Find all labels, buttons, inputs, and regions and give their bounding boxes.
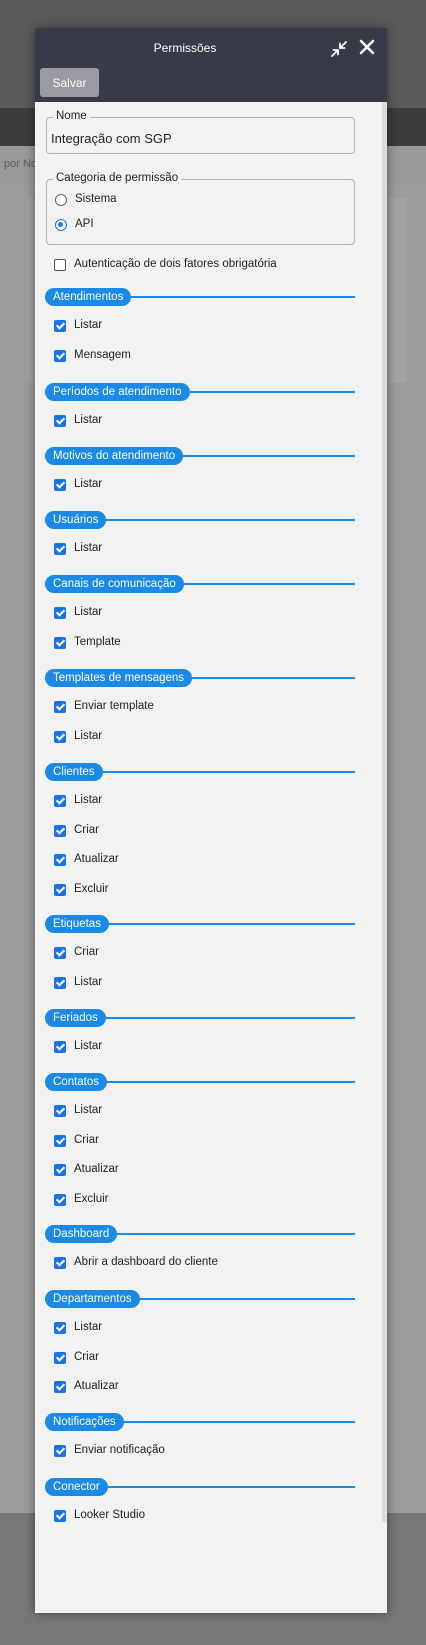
permission-checkbox[interactable] — [54, 795, 66, 807]
permission-label: Listar — [74, 478, 103, 490]
section-divider-line — [45, 1298, 355, 1300]
permission-label: Excluir — [74, 1193, 109, 1205]
section-divider-line — [45, 1233, 355, 1235]
permission-label: Atualizar — [74, 853, 119, 865]
permission-checkbox[interactable] — [54, 947, 66, 959]
permission-checkbox[interactable] — [54, 1322, 66, 1334]
section-title: Templates de mensagens — [45, 669, 193, 687]
permission-label: Listar — [74, 1040, 103, 1052]
permission-label: Criar — [74, 946, 99, 958]
permission-label: Criar — [74, 1351, 99, 1363]
section-title: Atendimentos — [45, 288, 132, 306]
section-divider-line — [45, 923, 355, 925]
permission-label: Abrir a dashboard do cliente — [74, 1256, 218, 1268]
permission-checkbox[interactable] — [54, 320, 66, 332]
section-divider-line — [45, 1421, 355, 1423]
section-title: Dashboard — [45, 1225, 118, 1243]
permission-label: Mensagem — [74, 349, 131, 361]
section-title: Departamentos — [45, 1290, 140, 1308]
collapse-arrows-icon[interactable] — [329, 39, 349, 59]
permission-label: Enviar notificação — [74, 1444, 165, 1456]
permission-label: Listar — [74, 730, 103, 742]
category-fieldset: Categoria de permissão Sistema API — [46, 172, 355, 245]
permission-label: Enviar template — [74, 700, 154, 712]
category-legend: Categoria de permissão — [53, 172, 182, 184]
section-title: Contatos — [45, 1073, 108, 1091]
permission-checkbox[interactable] — [54, 1381, 66, 1393]
section-title: Motivos do atendimento — [45, 447, 184, 465]
permission-checkbox[interactable] — [54, 1257, 66, 1269]
section-divider-line — [45, 771, 355, 773]
radio-sistema-label: Sistema — [75, 193, 117, 205]
section-title: Notificações — [45, 1413, 124, 1431]
section-title: Etiquetas — [45, 915, 109, 933]
section-title: Clientes — [45, 763, 103, 781]
section-divider-line — [45, 1017, 355, 1019]
permission-label: Listar — [74, 794, 103, 806]
permissions-modal: Permissões Salvar Nome Integração com SG… — [35, 28, 387, 1613]
permission-label: Atualizar — [74, 1380, 119, 1392]
permission-checkbox[interactable] — [54, 1445, 66, 1457]
name-legend: Nome — [53, 110, 90, 122]
permission-checkbox[interactable] — [54, 479, 66, 491]
section-title: Usuários — [45, 511, 107, 529]
permission-checkbox[interactable] — [54, 1041, 66, 1053]
section-divider-line — [45, 391, 355, 393]
section-divider-line — [45, 1081, 355, 1083]
section-title: Períodos de atendimento — [45, 383, 190, 401]
radio-api-label: API — [75, 218, 94, 230]
two-factor-label: Autenticação de dois fatores obrigatória — [74, 258, 277, 270]
permission-label: Listar — [74, 606, 103, 618]
close-icon[interactable] — [356, 36, 378, 58]
section-divider-line — [45, 455, 355, 457]
permission-checkbox[interactable] — [54, 1164, 66, 1176]
permission-checkbox[interactable] — [54, 884, 66, 896]
scrollbar[interactable] — [382, 102, 387, 1522]
section-divider-line — [45, 519, 355, 521]
section-title: Feriados — [45, 1009, 106, 1027]
section-divider-line — [45, 1486, 355, 1488]
permission-checkbox[interactable] — [54, 415, 66, 427]
permission-checkbox[interactable] — [54, 854, 66, 866]
permission-checkbox[interactable] — [54, 543, 66, 555]
permission-label: Listar — [74, 542, 103, 554]
permission-checkbox[interactable] — [54, 607, 66, 619]
background-filter-text: por No — [4, 158, 38, 170]
permission-checkbox[interactable] — [54, 1194, 66, 1206]
permission-checkbox[interactable] — [54, 1135, 66, 1147]
permission-label: Listar — [74, 976, 103, 988]
permission-label: Listar — [74, 414, 103, 426]
modal-title: Permissões — [153, 41, 217, 55]
permission-checkbox[interactable] — [54, 637, 66, 649]
permission-checkbox[interactable] — [54, 701, 66, 713]
permission-checkbox[interactable] — [54, 977, 66, 989]
permission-checkbox[interactable] — [54, 825, 66, 837]
permission-label: Looker Studio — [74, 1509, 145, 1521]
section-title: Conector — [45, 1478, 108, 1496]
permission-checkbox[interactable] — [54, 1352, 66, 1364]
section-title: Canais de comunicação — [45, 575, 184, 593]
permission-label: Listar — [74, 1321, 103, 1333]
permission-label: Template — [74, 636, 121, 648]
permission-checkbox[interactable] — [54, 1510, 66, 1522]
permission-checkbox[interactable] — [54, 731, 66, 743]
permission-label: Atualizar — [74, 1163, 119, 1175]
permission-checkbox[interactable] — [54, 1105, 66, 1117]
save-button[interactable]: Salvar — [40, 68, 99, 97]
permission-checkbox[interactable] — [54, 350, 66, 362]
two-factor-checkbox[interactable] — [54, 259, 66, 271]
permission-label: Excluir — [74, 883, 109, 895]
modal-header: Permissões Salvar — [35, 28, 387, 102]
radio-circle[interactable] — [55, 194, 67, 206]
section-divider-line — [45, 583, 355, 585]
permission-label: Criar — [74, 1134, 99, 1146]
section-divider-line — [45, 677, 355, 679]
section-divider-line — [45, 296, 355, 298]
permission-label: Criar — [74, 824, 99, 836]
name-input[interactable]: Integração com SGP — [51, 131, 172, 146]
permission-label: Listar — [74, 1104, 103, 1116]
permission-label: Listar — [74, 319, 103, 331]
radio-circle-selected[interactable] — [55, 219, 67, 231]
name-fieldset: Nome Integração com SGP — [46, 110, 355, 154]
